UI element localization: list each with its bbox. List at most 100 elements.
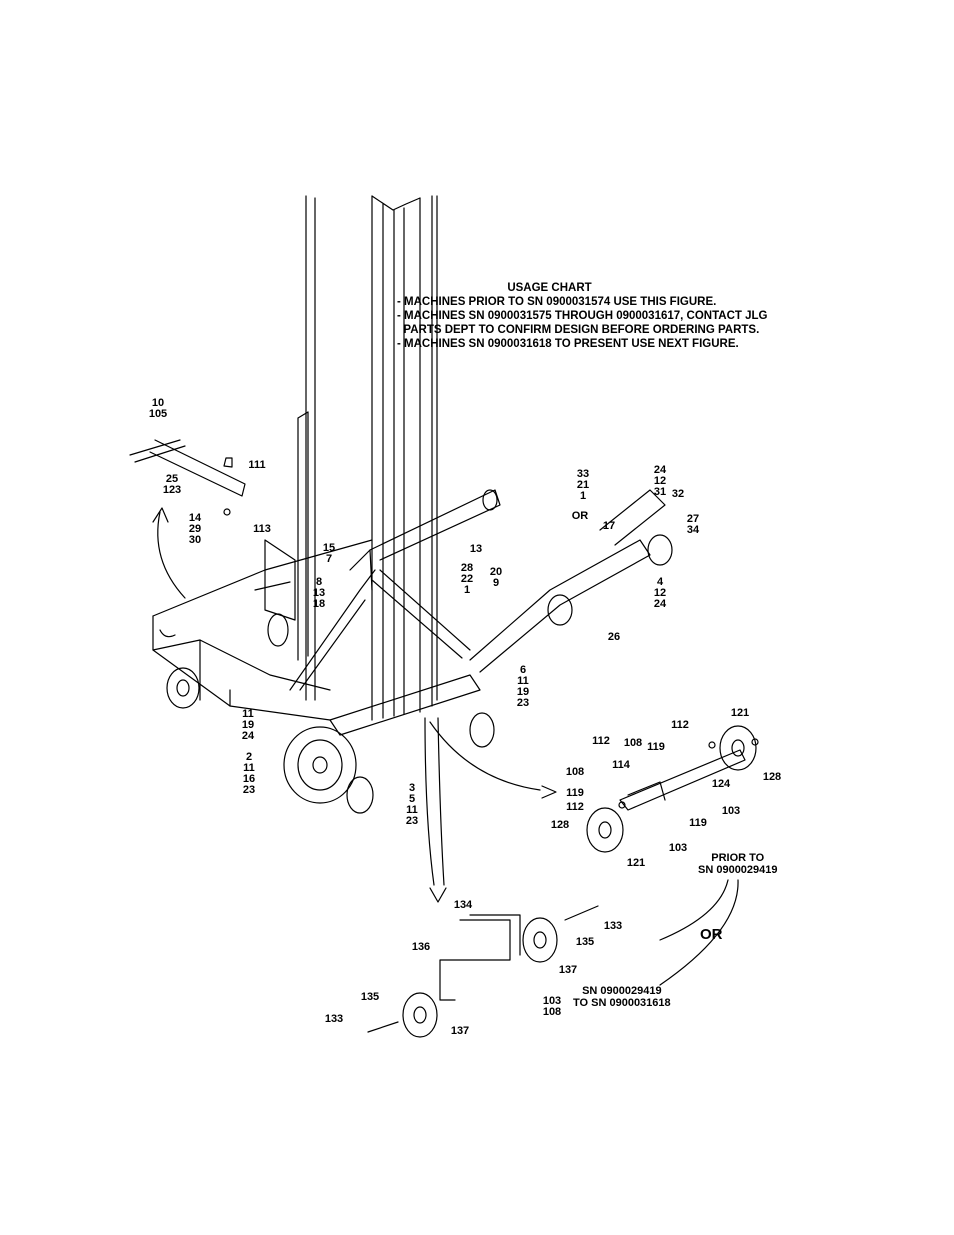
- callout-112-b: 112: [671, 720, 689, 731]
- callout-121-b: 121: [627, 858, 645, 869]
- callout-124: 124: [712, 779, 730, 790]
- callout-number: 33: [576, 468, 590, 480]
- callout-137-a: 137: [559, 965, 577, 976]
- callout-108-b: 108: [566, 767, 584, 778]
- callout-number: 133: [603, 920, 623, 932]
- callout-number: 124: [711, 778, 731, 790]
- callout-number: 103: [542, 995, 562, 1007]
- callout-number: 23: [516, 697, 530, 709]
- callout-number: 31: [653, 486, 667, 498]
- callout-number: 14: [188, 512, 202, 524]
- callout-number: 12: [653, 587, 667, 599]
- callout-number: 19: [241, 719, 255, 731]
- handle: [129, 439, 246, 516]
- callout-number: 134: [453, 899, 473, 911]
- callout-number: 23: [405, 815, 419, 827]
- callout-128-a: 128: [763, 772, 781, 783]
- callout-119-b: 119: [566, 788, 584, 799]
- callout-number: 128: [550, 819, 570, 831]
- callout-number: 108: [623, 737, 643, 749]
- callout-number: 128: [762, 771, 782, 783]
- callout-number: 8: [315, 576, 323, 588]
- callout-or-small: OR: [572, 511, 589, 522]
- callout-number: 22: [460, 573, 474, 585]
- note-line: SN 0900029419: [582, 985, 662, 997]
- callout-number: 2: [245, 751, 253, 763]
- callout-number: 9: [492, 577, 500, 589]
- callout-119-c: 119: [689, 818, 707, 829]
- callout-number: 119: [647, 741, 665, 753]
- callout-number: 105: [148, 408, 168, 420]
- callout-number: 27: [686, 513, 700, 525]
- wheel-kit-prior: [586, 725, 759, 853]
- callout-number: 136: [411, 941, 431, 953]
- callout-119-a: 119: [647, 742, 665, 753]
- note-line: PRIOR TO: [711, 852, 765, 864]
- callout-135-b: 135: [361, 992, 379, 1003]
- callout-17: 17: [603, 521, 615, 532]
- callout-number: 34: [686, 524, 700, 536]
- callout-number: 137: [450, 1025, 470, 1037]
- callout-number: 103: [668, 842, 688, 854]
- callout-number: 11: [242, 708, 254, 720]
- callout-number: 111: [248, 459, 266, 471]
- usage-line: - MACHINES SN 0900031618 TO PRESENT USE …: [397, 338, 739, 350]
- callout-128-b: 128: [551, 820, 569, 831]
- callout-136: 136: [412, 942, 430, 953]
- callout-number: 13: [312, 587, 326, 599]
- casters: [166, 613, 495, 814]
- flow-arrows: [152, 507, 557, 903]
- callout-133-b: 133: [325, 1014, 343, 1025]
- usage-line: - MACHINES PRIOR TO SN 0900031574 USE TH…: [397, 296, 717, 308]
- callout-number: OR: [571, 510, 589, 522]
- callout-number: 23: [242, 784, 256, 796]
- callout-103-a: 103: [722, 806, 740, 817]
- mast: [297, 195, 438, 721]
- callout-number: 17: [602, 520, 616, 532]
- callout-number: 18: [312, 598, 326, 610]
- callout-103-b: 103: [669, 843, 687, 854]
- callout-number: 137: [558, 964, 578, 976]
- callout-number: 24: [653, 464, 667, 476]
- callout-26: 26: [608, 632, 620, 643]
- callout-number: 119: [689, 817, 707, 829]
- callout-number: 7: [325, 553, 333, 565]
- callout-number: 123: [162, 484, 182, 496]
- callout-number: 1: [463, 584, 471, 596]
- callout-number: 119: [566, 787, 584, 799]
- callout-number: 112: [566, 801, 584, 813]
- wheel-kit-later: [367, 905, 599, 1038]
- callout-121-a: 121: [731, 708, 749, 719]
- usage-line: PARTS DEPT TO CONFIRM DESIGN BEFORE ORDE…: [397, 324, 760, 336]
- base-frame: [152, 539, 373, 721]
- callout-113: 113: [253, 524, 271, 535]
- callout-number: 108: [565, 766, 585, 778]
- callout-number: 6: [519, 664, 527, 676]
- note-line: TO SN 0900031618: [573, 997, 671, 1009]
- callout-133-a: 133: [604, 921, 622, 932]
- callout-number: 1: [579, 490, 587, 502]
- callout-number: 26: [607, 631, 621, 643]
- callout-number: 121: [730, 707, 750, 719]
- callout-number: 135: [575, 936, 595, 948]
- serial-leaders: [659, 879, 739, 986]
- usage-line: - MACHINES SN 0900031575 THROUGH 0900031…: [397, 310, 768, 322]
- callout-number: 113: [253, 523, 271, 535]
- callout-114: 114: [612, 760, 630, 771]
- usage-chart-title: USAGE CHART: [507, 282, 592, 294]
